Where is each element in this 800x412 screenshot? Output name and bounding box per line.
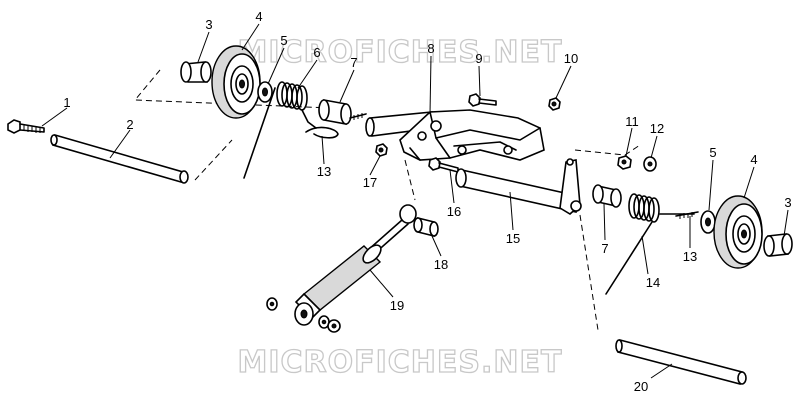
- washer-part-12: [643, 156, 657, 172]
- leader-lines: [41, 23, 789, 379]
- callout-7-left: 7: [350, 55, 357, 70]
- callout-3-right: 3: [784, 195, 791, 210]
- spacer-part-7-left: [318, 99, 367, 125]
- callout-13-left: 13: [317, 164, 331, 179]
- callout-5-left: 5: [280, 33, 287, 48]
- callout-7-right: 7: [601, 241, 608, 256]
- washer-part-5-left: [257, 81, 273, 103]
- callout-18: 18: [434, 257, 448, 272]
- bushing-part-3-left: [180, 61, 212, 83]
- clip-part-13-right: [675, 211, 699, 219]
- washer-part-5-right: [700, 210, 716, 234]
- callout-4-right: 4: [750, 152, 757, 167]
- callout-20: 20: [634, 379, 648, 394]
- callout-9: 9: [475, 51, 482, 66]
- spacer-part-7-right: [592, 184, 622, 208]
- callout-labels: 1 2 3 4 5 6 7 8 9 10 11 12 5 4 3 13 17 1…: [63, 9, 791, 394]
- callout-6: 6: [313, 45, 320, 60]
- callout-5-right: 5: [709, 145, 716, 160]
- shaft-part-2: [50, 133, 189, 184]
- cross-shaft-part-15: [455, 158, 582, 215]
- callout-15: 15: [506, 231, 520, 246]
- callout-8: 8: [427, 41, 434, 56]
- callout-14: 14: [646, 275, 660, 290]
- callout-4-left: 4: [255, 9, 262, 24]
- nut-part-17: [375, 143, 388, 157]
- callout-17: 17: [363, 175, 377, 190]
- shaft-part-20: [615, 339, 747, 385]
- idler-wheel-part-4-left: [211, 45, 261, 119]
- callout-19: 19: [390, 298, 404, 313]
- bushing-part-18: [413, 216, 439, 238]
- callout-16: 16: [447, 204, 461, 219]
- bolt-part-16: [428, 157, 459, 173]
- torsion-spring-part-6: [243, 81, 317, 179]
- shock-absorber-part-19: [266, 204, 417, 333]
- idler-wheel-part-4-right: [713, 195, 763, 269]
- callout-2: 2: [126, 117, 133, 132]
- main-bracket-part-8: [365, 109, 545, 161]
- bolt-part-1: [7, 119, 45, 134]
- callout-3-left: 3: [205, 17, 212, 32]
- nut-part-11: [617, 155, 632, 170]
- nut-part-10: [548, 97, 561, 111]
- bolt-part-9: [468, 93, 497, 107]
- alignment-lines: [133, 69, 641, 331]
- callout-1: 1: [63, 95, 70, 110]
- callout-13-right: 13: [683, 249, 697, 264]
- callout-12: 12: [650, 121, 664, 136]
- watermark-top: MICROFICHES.NET: [238, 35, 563, 70]
- callout-11: 11: [625, 114, 639, 129]
- bushing-part-3-right: [763, 233, 793, 257]
- watermark-bottom: MICROFICHES.NET: [238, 345, 563, 380]
- clip-part-13-left: [305, 126, 339, 139]
- callout-10: 10: [564, 51, 578, 66]
